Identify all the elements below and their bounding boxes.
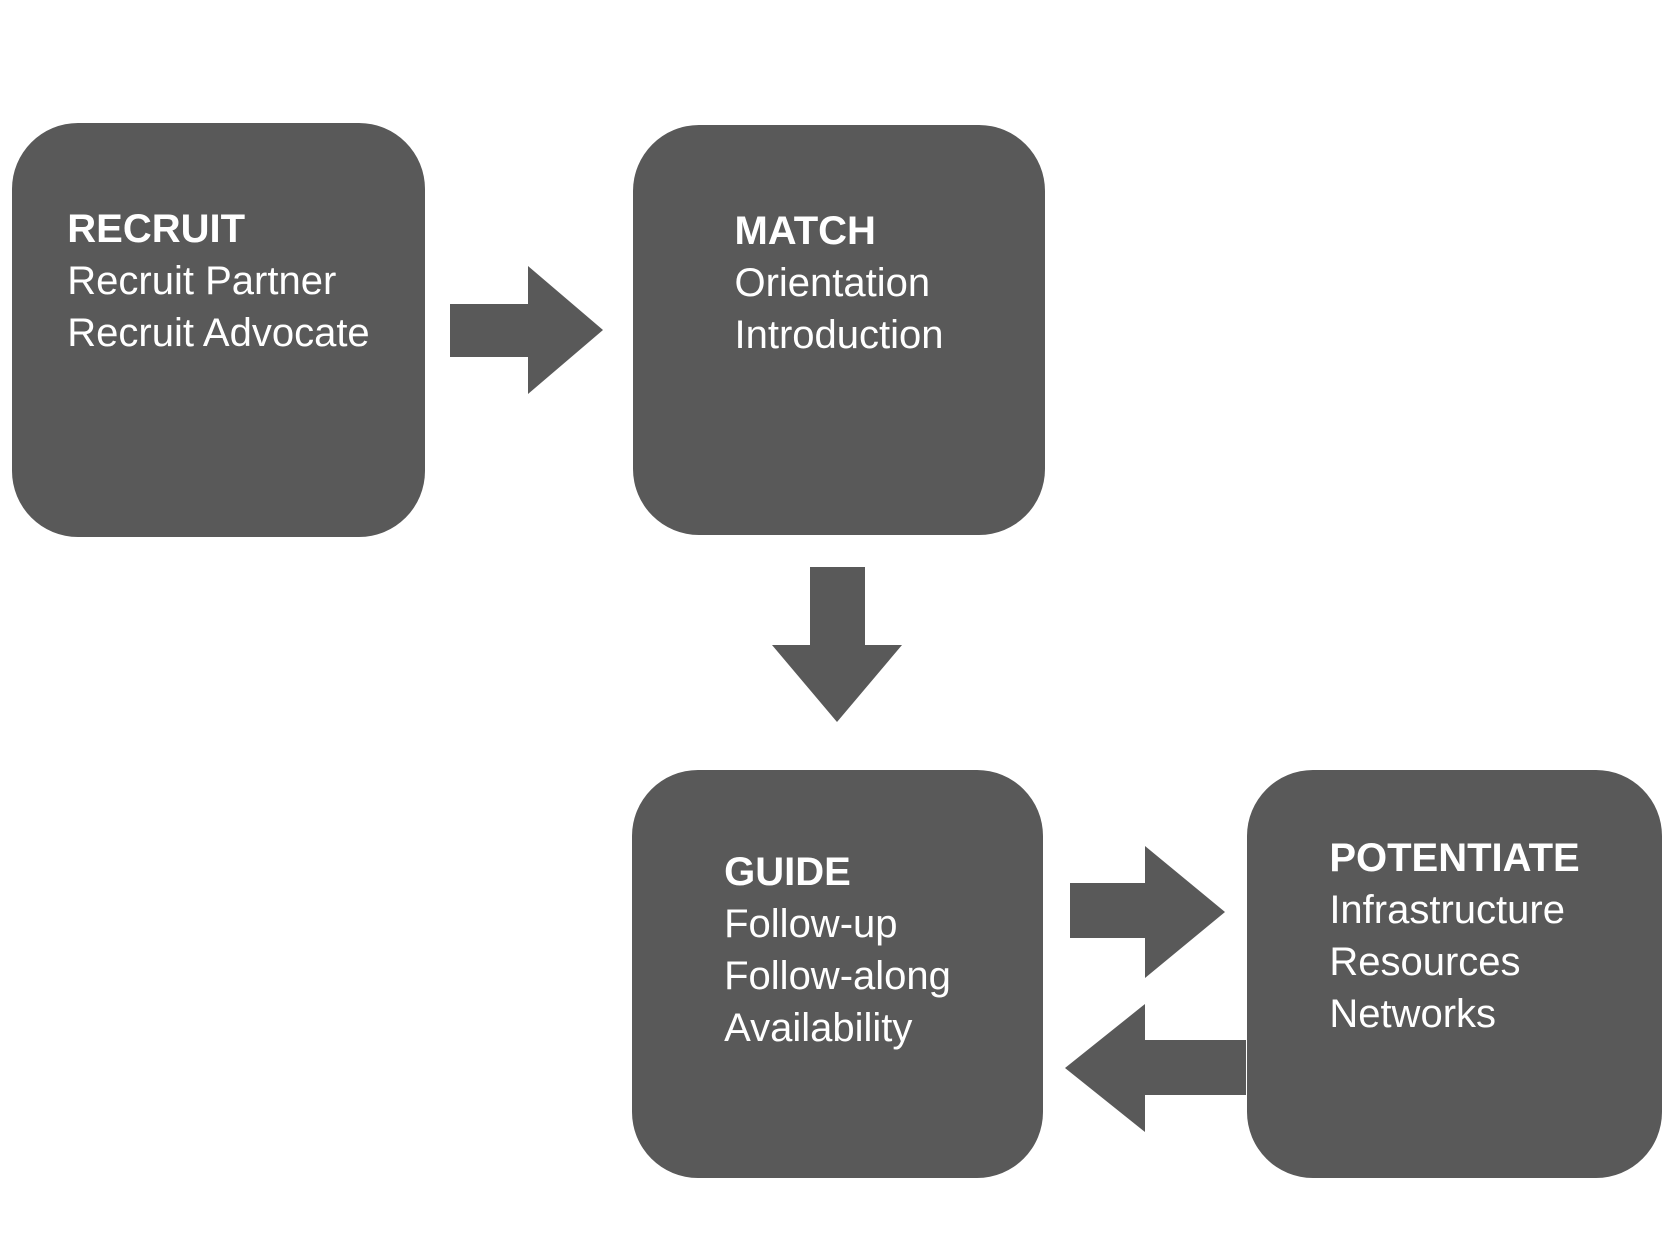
- node-recruit-item: Recruit Advocate: [67, 311, 370, 355]
- node-guide-item: Follow-along: [724, 954, 951, 998]
- node-match: MATCH Orientation Introduction: [633, 125, 1045, 535]
- arrow-recruit-to-match-icon: [450, 266, 603, 394]
- node-match-item: Introduction: [734, 313, 944, 357]
- node-guide-item: Follow-up: [724, 902, 898, 946]
- node-guide-item: Availability: [724, 1006, 913, 1050]
- node-guide: GUIDE Follow-up Follow-along Availabilit…: [632, 770, 1043, 1178]
- node-potentiate-item: Infrastructure: [1329, 888, 1565, 932]
- node-match-text: MATCH Orientation Introduction: [734, 125, 943, 535]
- arrow-potentiate-to-guide-icon: [1065, 1004, 1246, 1132]
- node-guide-title: GUIDE: [724, 850, 851, 894]
- node-potentiate-item: Resources: [1329, 940, 1521, 984]
- node-recruit: RECRUIT Recruit Partner Recruit Advocate: [12, 123, 425, 537]
- node-recruit-title: RECRUIT: [67, 207, 246, 251]
- node-potentiate-title: POTENTIATE: [1329, 836, 1580, 880]
- node-recruit-item: Recruit Partner: [67, 259, 337, 303]
- arrow-match-to-guide-icon: [772, 567, 902, 722]
- node-potentiate-text: POTENTIATE Infrastructure Resources Netw…: [1329, 770, 1579, 1178]
- node-match-item: Orientation: [734, 261, 931, 305]
- node-match-title: MATCH: [734, 209, 876, 253]
- node-recruit-text: RECRUIT Recruit Partner Recruit Advocate: [67, 123, 369, 537]
- node-potentiate-item: Networks: [1329, 992, 1497, 1036]
- node-guide-text: GUIDE Follow-up Follow-along Availabilit…: [724, 770, 951, 1178]
- node-potentiate: POTENTIATE Infrastructure Resources Netw…: [1247, 770, 1662, 1178]
- arrow-guide-to-potentiate-icon: [1070, 846, 1225, 978]
